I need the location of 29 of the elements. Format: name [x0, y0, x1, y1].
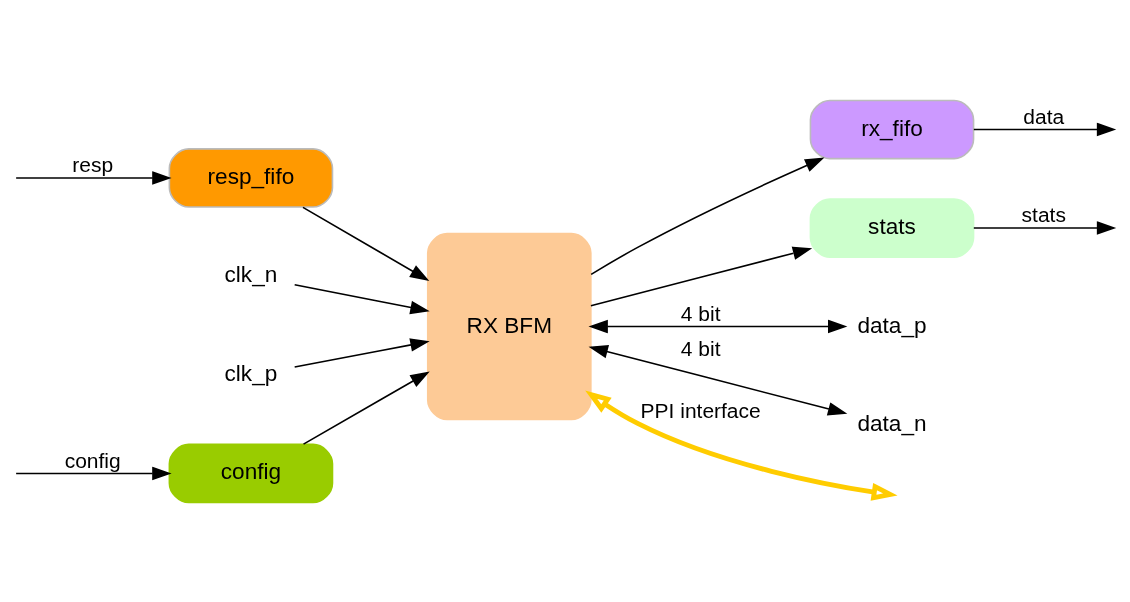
edge-label: PPI interface	[640, 398, 761, 422]
arrow	[973, 122, 1117, 136]
arrow	[588, 344, 848, 416]
node-text: clk_p	[224, 360, 278, 386]
node-box: stats	[809, 197, 975, 258]
node-text: clk_n	[224, 261, 278, 287]
edge-label: 4 bit	[680, 301, 721, 325]
arrow	[293, 283, 430, 314]
edge-label: stats	[1021, 202, 1066, 226]
node-text: data_n	[857, 410, 927, 436]
arrow	[590, 157, 825, 275]
node-text: data_p	[857, 312, 927, 337]
node-box: rx_fifo	[809, 99, 975, 159]
edge-label: data	[1023, 104, 1065, 128]
arrow	[302, 370, 430, 445]
edge-label: resp	[72, 152, 114, 176]
arrow	[302, 206, 430, 281]
edge-label: 4 bit	[680, 336, 721, 360]
node-box: resp_fifo	[168, 147, 334, 208]
arrow	[590, 246, 813, 307]
node-box: config	[168, 443, 334, 503]
arrow	[973, 220, 1117, 235]
arrow	[15, 466, 172, 480]
arrow	[293, 337, 430, 368]
node-box: RX BFM	[426, 232, 592, 420]
arrow	[588, 319, 848, 333]
arrow	[585, 390, 898, 501]
arrow	[15, 170, 172, 185]
edge-label: config	[64, 448, 121, 472]
